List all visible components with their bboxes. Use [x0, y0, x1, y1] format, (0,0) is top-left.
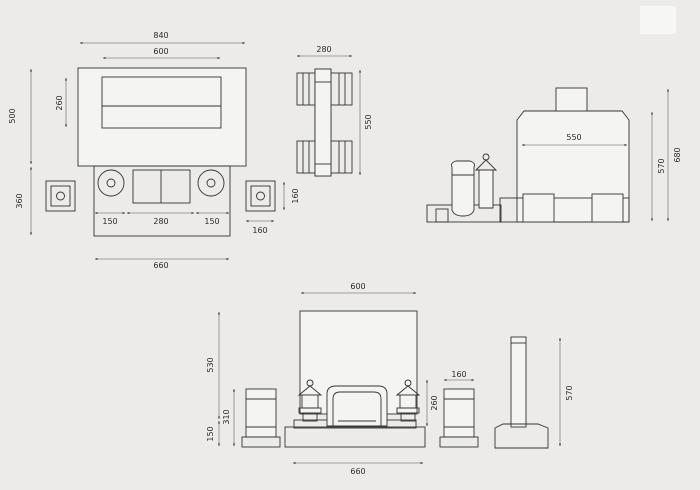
front-view-incense-stone [326, 385, 388, 427]
post-side-base [494, 423, 549, 449]
right-lantern-fire-box [399, 394, 417, 409]
dim-660-plan: 660 [153, 261, 168, 270]
dim-front-160: 160 [451, 370, 466, 379]
dim-front-310: 310 [222, 409, 231, 424]
front-view-incense-inner [332, 391, 382, 426]
plan-right-post-inner [250, 185, 271, 207]
dim-side-570: 570 [657, 158, 666, 173]
front-view-right-vase [439, 388, 479, 448]
dim-front-600: 600 [350, 282, 365, 291]
dim-side-550: 550 [566, 133, 581, 142]
dim-260: 260 [55, 95, 64, 110]
front-view-base [284, 426, 426, 448]
dim-160-horizontal: 160 [252, 226, 267, 235]
dim-150-right: 150 [204, 217, 219, 226]
plan-right-post [245, 180, 276, 212]
dim-840: 840 [153, 31, 168, 40]
plan-inner-panel [101, 76, 222, 129]
left-vase-body [245, 388, 277, 438]
dim-360: 360 [15, 193, 24, 208]
side-view-block-2 [591, 193, 624, 223]
side-view-small-step [435, 208, 449, 223]
right-vase-base [439, 436, 479, 448]
dim-600: 600 [153, 47, 168, 56]
left-lantern-fire-box [301, 394, 319, 409]
plan-right-vase-hole [206, 178, 216, 188]
dim-150-left: 150 [102, 217, 117, 226]
plan-lower-slab [93, 165, 231, 237]
plan-right-vase [197, 169, 225, 197]
dim-front-260: 260 [430, 395, 439, 410]
side-view-top-stone [555, 87, 588, 112]
plan-left-vase-hole [106, 178, 116, 188]
dim-front-530: 530 [206, 357, 215, 372]
dim-front-150: 150 [206, 426, 215, 441]
side-view-lantern-roof [474, 159, 498, 171]
front-view: 600 530 310 150 260 160 660 [206, 282, 479, 476]
plan-left-vase [97, 169, 125, 197]
plan-view: 840 600 260 500 360 150 280 150 160 160 … [8, 31, 300, 270]
plan-center-stone [132, 169, 191, 204]
right-lantern-pillar [400, 412, 416, 422]
side-view-vase [451, 160, 475, 217]
side-view: 550 570 680 [426, 87, 682, 223]
dim-post-570: 570 [565, 385, 574, 400]
dim-top-280: 280 [316, 45, 331, 54]
side-view-base-step [499, 197, 630, 223]
post-side-column [510, 336, 527, 428]
front-view-right-lantern [395, 379, 421, 422]
front-view-left-vase [241, 388, 281, 448]
top-view-post-front [314, 68, 332, 177]
paper-glare [640, 6, 676, 34]
plan-left-post-hole [56, 191, 65, 201]
dim-side-680: 680 [673, 147, 682, 162]
side-view-block-1 [522, 193, 555, 223]
side-view-lantern-body [478, 169, 494, 209]
dim-280: 280 [153, 217, 168, 226]
left-vase-base [241, 436, 281, 448]
plan-right-post-hole [256, 191, 265, 201]
right-vase-body [443, 388, 475, 438]
side-view-lantern-knob [482, 153, 490, 161]
post-side-view: 570 [494, 336, 574, 449]
dim-front-660: 660 [350, 467, 365, 476]
left-lantern-pillar [302, 412, 318, 422]
plan-left-post [45, 180, 76, 212]
front-view-left-lantern [297, 379, 323, 422]
dim-500: 500 [8, 108, 17, 123]
dim-160-vertical: 160 [291, 188, 300, 203]
top-view: 280 550 [296, 45, 373, 177]
plan-left-post-inner [50, 185, 71, 207]
plan-upper-slab [77, 67, 247, 167]
dim-top-550: 550 [364, 114, 373, 129]
